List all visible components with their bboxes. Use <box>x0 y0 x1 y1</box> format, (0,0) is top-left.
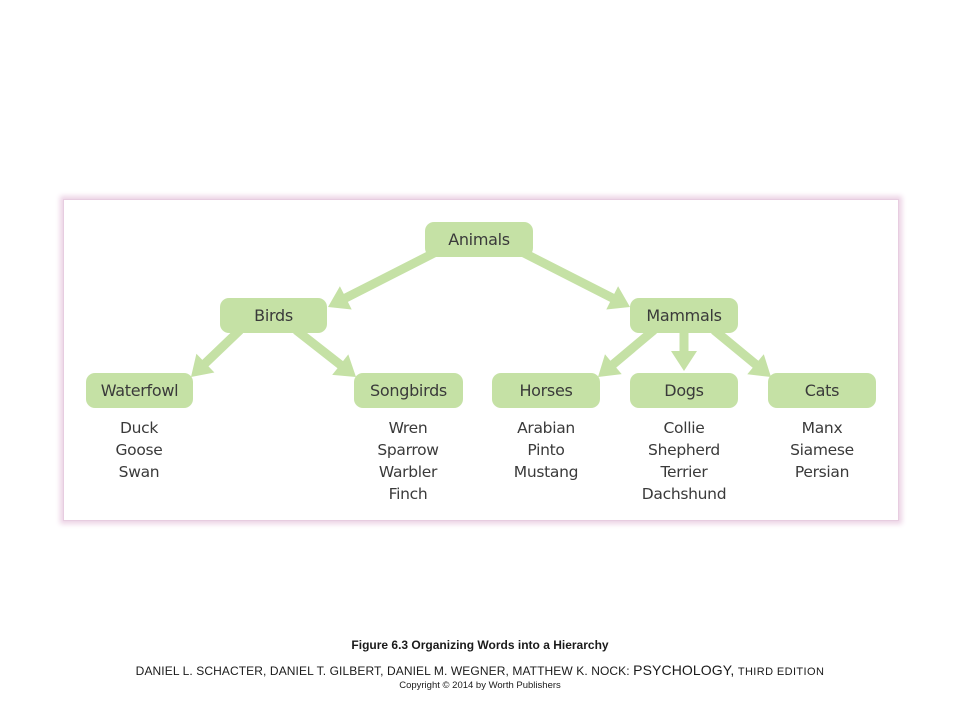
node-dogs: Dogs <box>630 373 738 408</box>
member-finch: Finch <box>388 485 428 503</box>
member-terrier: Terrier <box>660 463 708 481</box>
node-mammals: Mammals <box>630 298 738 333</box>
member-duck: Duck <box>119 419 159 437</box>
member-collie: Collie <box>663 419 705 437</box>
member-wren: Wren <box>388 419 428 437</box>
member-pinto: Pinto <box>527 441 565 459</box>
hierarchy-arrows <box>191 248 771 377</box>
member-dachshund: Dachshund <box>641 485 727 503</box>
member-swan: Swan <box>118 463 160 481</box>
node-cats: Cats <box>768 373 876 408</box>
node-waterfowl: Waterfowl <box>86 373 193 408</box>
dogs-members: Collie Shepherd Terrier Dachshund <box>629 417 739 505</box>
member-mustang: Mustang <box>513 463 579 481</box>
cats-members: Manx Siamese Persian <box>767 417 877 483</box>
arrow-mammals-dogs <box>671 331 697 371</box>
node-songbirds: Songbirds <box>354 373 463 408</box>
authors-line: DANIEL L. SCHACTER, DANIEL T. GILBERT, D… <box>0 662 960 678</box>
arrow-mammals-horses <box>598 326 657 377</box>
arrow-animals-mammals <box>520 248 630 310</box>
member-warbler: Warbler <box>378 463 438 481</box>
waterfowl-members: Duck Goose Swan <box>84 417 194 483</box>
member-siamese: Siamese <box>790 441 854 459</box>
horses-members: Arabian Pinto Mustang <box>491 417 601 483</box>
node-horses: Horses <box>492 373 600 408</box>
arrow-birds-songbirds <box>293 326 356 377</box>
figure-panel: Animals Birds Mammals Waterfowl Songbird… <box>63 199 899 521</box>
member-arabian: Arabian <box>517 419 575 437</box>
member-sparrow: Sparrow <box>377 441 439 459</box>
arrow-animals-birds <box>328 248 438 310</box>
copyright: Copyright © 2014 by Worth Publishers <box>399 680 561 691</box>
member-persian: Persian <box>794 463 850 481</box>
edition: third edition <box>737 666 825 678</box>
book-title: PSYCHOLOGY, <box>633 662 735 678</box>
member-shepherd: Shepherd <box>648 441 720 459</box>
authors: DANIEL L. SCHACTER, DANIEL T. GILBERT, D… <box>135 664 630 678</box>
songbirds-members: Wren Sparrow Warbler Finch <box>353 417 463 505</box>
node-animals: Animals <box>425 222 533 257</box>
arrow-mammals-cats <box>711 326 771 377</box>
member-manx: Manx <box>801 419 843 437</box>
arrow-birds-waterfowl <box>191 326 244 377</box>
figure-caption: Figure 6.3 Organizing Words into a Hiera… <box>351 638 609 652</box>
member-goose: Goose <box>115 441 163 459</box>
node-birds: Birds <box>220 298 327 333</box>
